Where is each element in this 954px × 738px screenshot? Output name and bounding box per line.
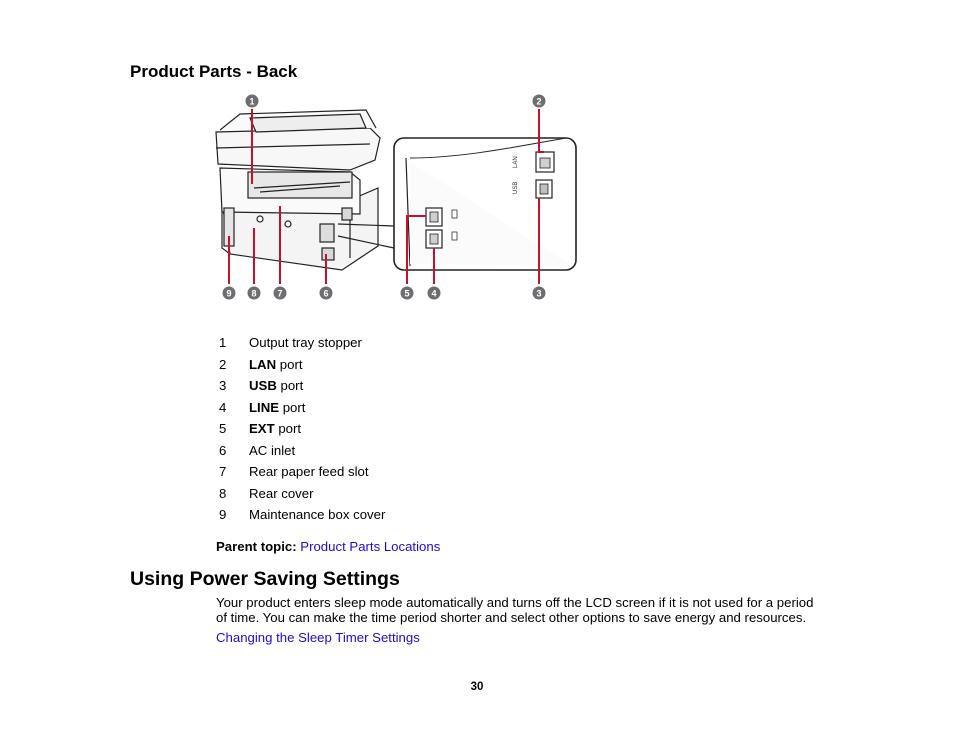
item-text: Rear cover	[249, 485, 314, 501]
callout-7-label: 7	[277, 289, 282, 299]
page-number: 30	[470, 681, 484, 693]
parent-topic: Parent topic: Product Parts Locations	[216, 539, 440, 554]
callout-2-icon	[532, 94, 546, 108]
lan-port-label: LAN	[513, 156, 519, 168]
parent-topic-link[interactable]: Product Parts Locations	[300, 539, 441, 554]
port-inset: LAN USB	[393, 137, 577, 271]
callout-8-label: 8	[251, 289, 256, 299]
callout-7-icon	[273, 286, 287, 300]
item-bold: LAN	[249, 356, 277, 372]
item-text: Maintenance box cover	[249, 507, 386, 522]
printer-back-illustration: LAN USB 1 2 3 4 5	[215, 94, 577, 300]
item-text: AC inlet	[249, 442, 296, 458]
item-text: port	[276, 378, 304, 393]
callout-9-icon	[222, 286, 236, 300]
power-section-title: Using Power Saving Settings	[130, 568, 400, 590]
item-text: Rear paper feed slot	[249, 464, 369, 479]
power-description-line-2: of time. You can make the time period sh…	[216, 609, 807, 625]
item-number: 5	[219, 421, 227, 436]
item-bold: EXT	[249, 421, 275, 436]
callout-2-label: 2	[536, 97, 541, 107]
callout-6-icon	[319, 286, 333, 300]
callout-1-icon	[245, 94, 259, 108]
item-number: 2	[219, 356, 227, 372]
usb-port-label: USB	[513, 182, 519, 194]
callout-4-label: 4	[431, 289, 436, 299]
leader-5	[406, 215, 426, 284]
item-number: 3	[219, 378, 227, 393]
power-description-line-1: Your product enters sleep mode automatic…	[216, 595, 814, 610]
callout-3-icon	[532, 286, 546, 300]
leader-2	[538, 109, 544, 153]
callout-3-label: 3	[536, 289, 541, 299]
callout-8-icon	[247, 286, 261, 300]
callout-9-label: 9	[226, 289, 231, 299]
callout-5-label: 5	[404, 289, 409, 299]
item-number: 6	[219, 442, 227, 458]
parts-list: 1 Output tray stopper 2 LAN port 3 USB p…	[219, 335, 619, 525]
callout-4-icon	[427, 286, 441, 300]
item-bold: LINE	[249, 399, 280, 415]
section-title: Product Parts - Back	[130, 62, 298, 81]
item-number: 4	[219, 399, 227, 415]
power-description: Your product enters sleep mode automatic…	[216, 595, 836, 625]
item-number: 8	[219, 485, 227, 501]
zoom-connector	[337, 223, 395, 249]
leader-lines	[228, 109, 544, 284]
callout-markers: 1 2 3 4 5 6 7 8 9	[222, 94, 546, 300]
callout-1-label: 1	[249, 97, 254, 107]
item-number: 1	[219, 335, 227, 350]
printer-drawing	[215, 109, 381, 271]
item-text: Output tray stopper	[249, 335, 362, 350]
item-text: port	[276, 356, 303, 372]
item-number: 9	[219, 507, 227, 522]
item-bold: USB	[249, 378, 277, 393]
callout-6-label: 6	[323, 289, 328, 299]
callout-5-icon	[400, 286, 414, 300]
item-number: 7	[219, 464, 227, 479]
sleep-timer-link[interactable]: Changing the Sleep Timer Settings	[216, 630, 420, 645]
item-text: port	[274, 421, 302, 436]
parent-topic-label: Parent topic:	[216, 539, 297, 554]
item-text: port	[279, 399, 306, 415]
